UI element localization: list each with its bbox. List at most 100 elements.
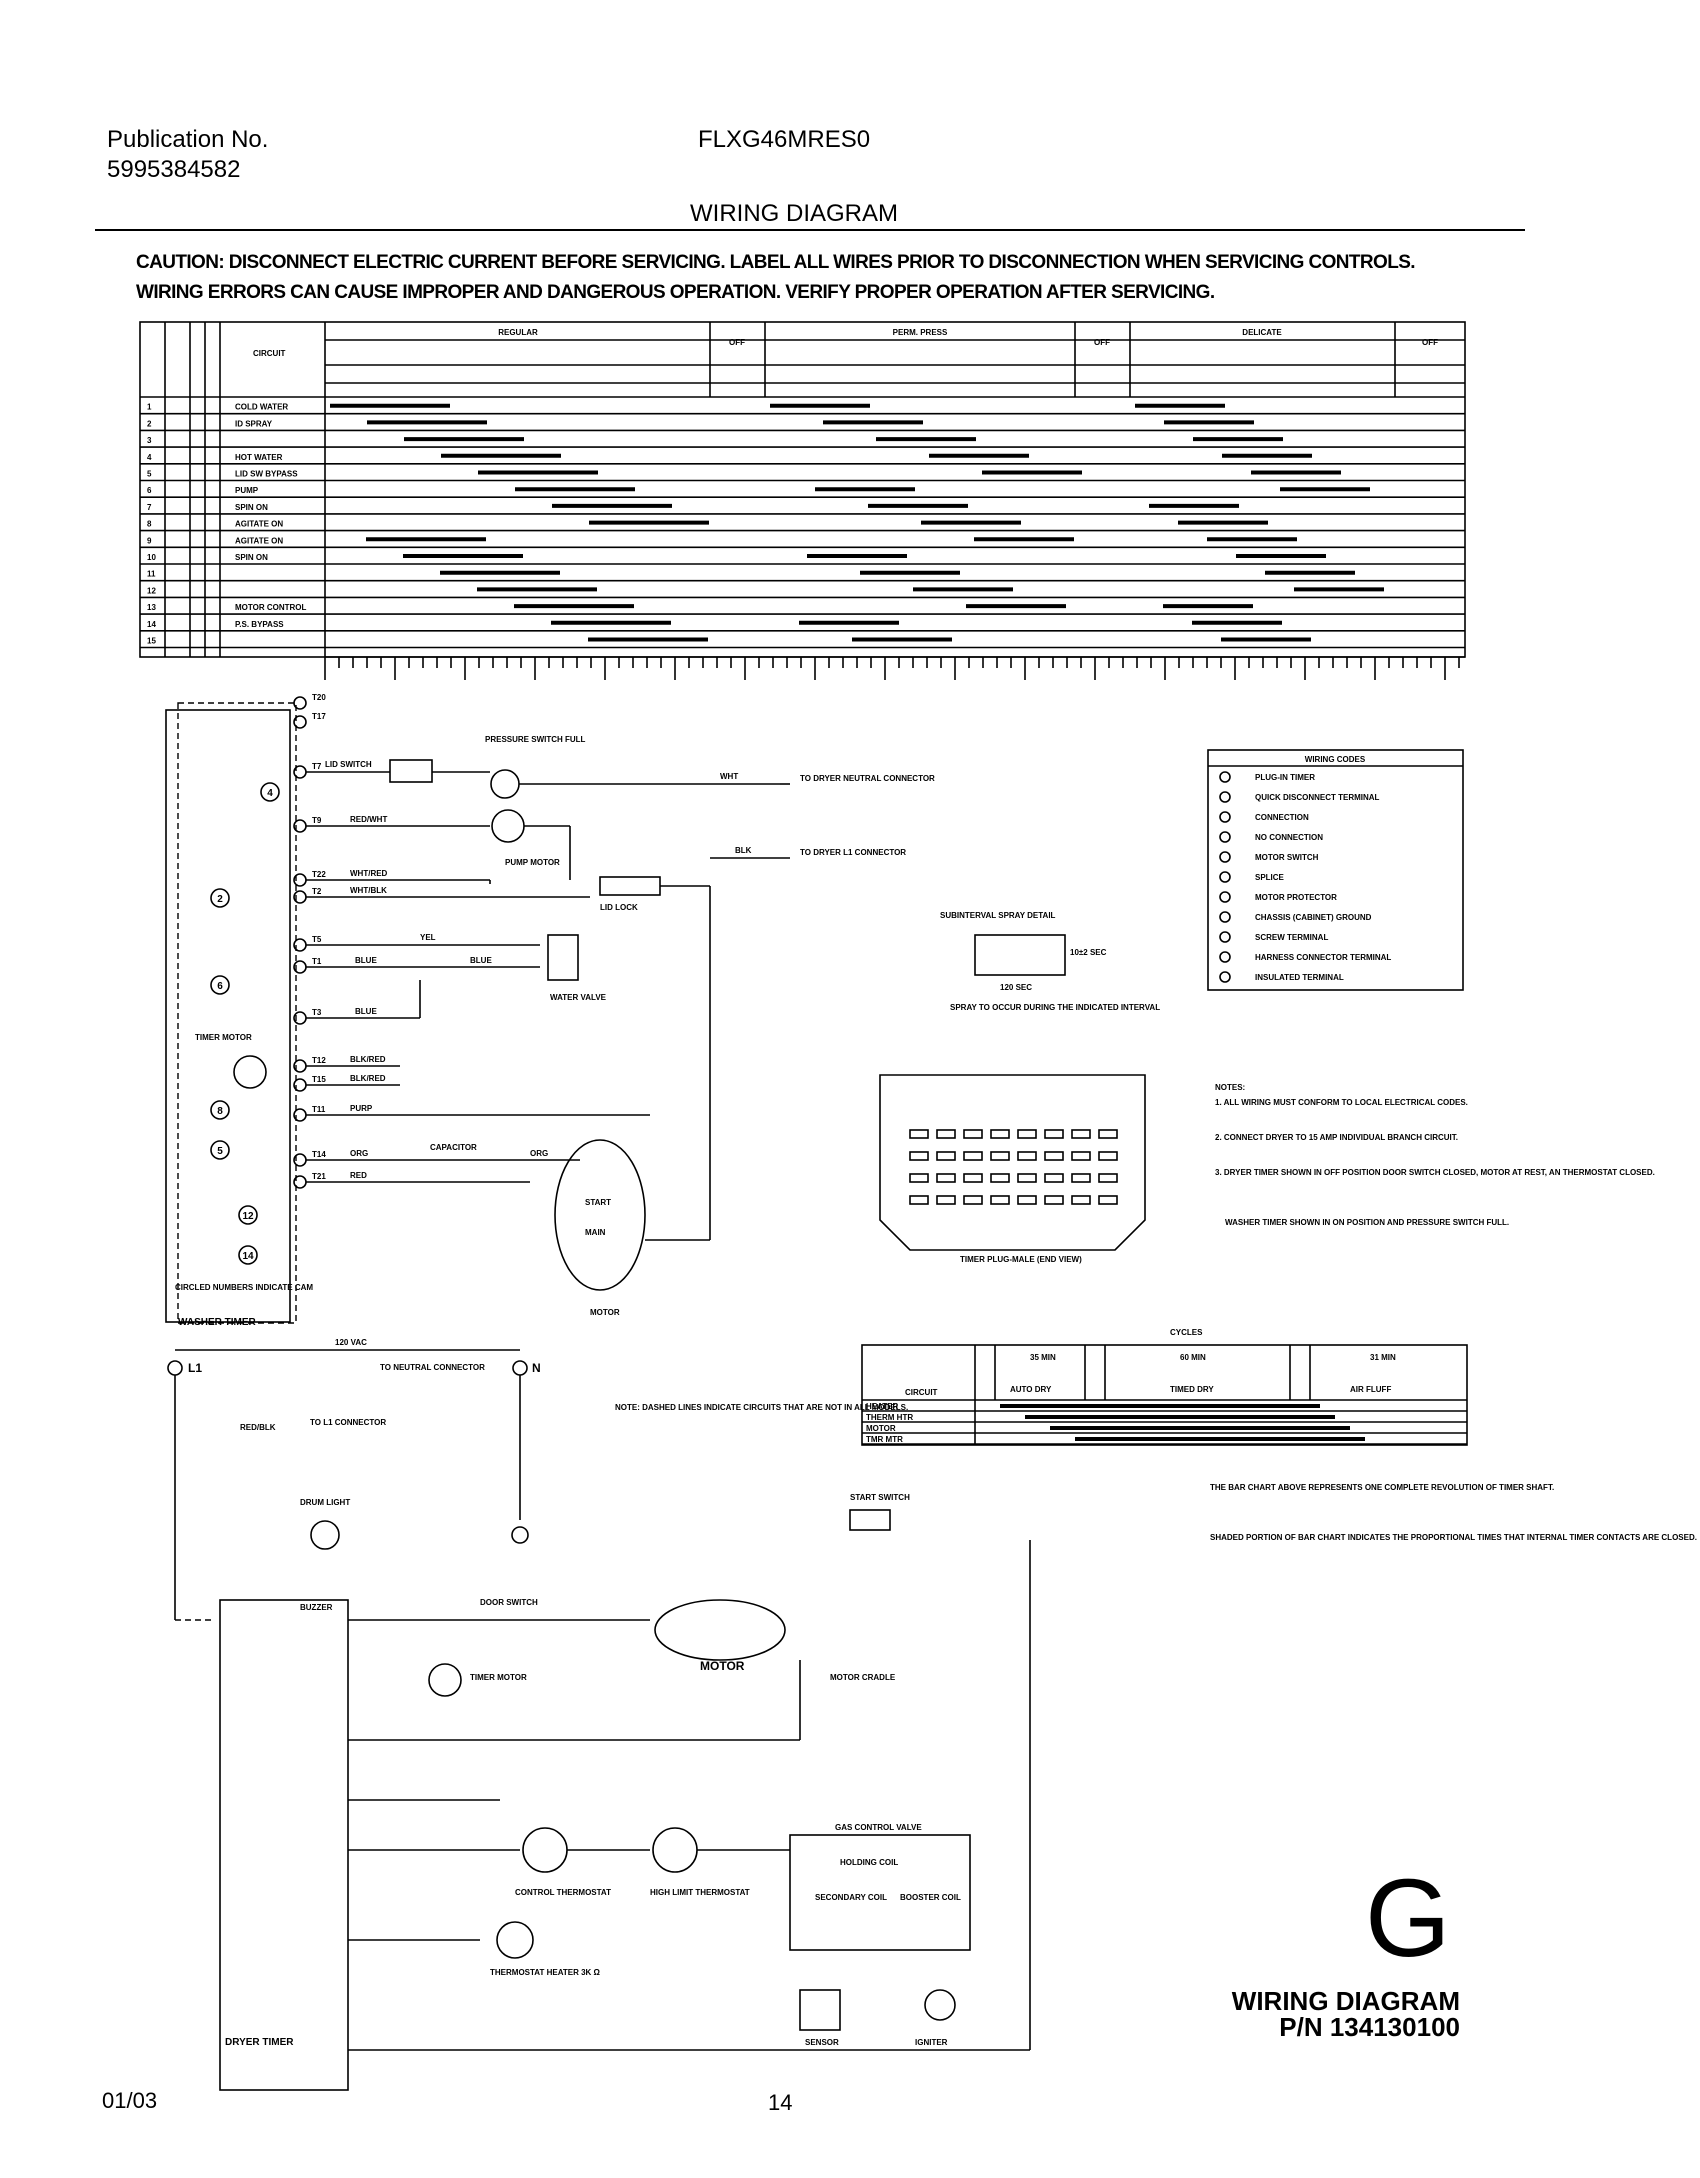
code-label: NO CONNECTION <box>1255 833 1323 842</box>
svg-text:HIGH LIMIT THERMOSTAT: HIGH LIMIT THERMOSTAT <box>650 1888 750 1897</box>
svg-text:MOTOR CRADLE: MOTOR CRADLE <box>830 1673 896 1682</box>
washer-terminal-label: T22 <box>312 870 326 879</box>
plug-pin <box>909 1195 929 1205</box>
washer-terminal-label: T11 <box>312 1105 326 1114</box>
svg-text:BLK/RED: BLK/RED <box>350 1074 386 1083</box>
svg-text:10±2 SEC: 10±2 SEC <box>1070 948 1107 957</box>
publication-label: Publication No. <box>107 126 269 153</box>
code-symbol <box>1219 871 1231 883</box>
svg-text:ORG: ORG <box>350 1149 368 1158</box>
chart-circuit-header: CIRCUIT <box>253 349 286 358</box>
notes-block: NOTES: 1. ALL WIRING MUST CONFORM TO LOC… <box>1215 1083 1655 1227</box>
caution-line-2: WIRING ERRORS CAN CAUSE IMPROPER AND DAN… <box>136 282 1215 303</box>
chart-row-label: SPIN ON <box>235 553 268 562</box>
washer-motor-label: MOTOR <box>590 1308 620 1317</box>
chart-row-label: SPIN ON <box>235 503 268 512</box>
plug-pin <box>1098 1173 1118 1183</box>
washer-terminal-label: T20 <box>312 693 326 702</box>
code-label: MOTOR PROTECTOR <box>1255 893 1337 902</box>
cam-number-circle <box>210 888 230 908</box>
svg-text:60 MIN: 60 MIN <box>1180 1353 1206 1362</box>
plug-pin <box>963 1173 983 1183</box>
washer-timer-label: WASHER TIMER <box>178 1317 257 1328</box>
svg-text:BLUE: BLUE <box>355 1007 377 1016</box>
svg-text:ORG: ORG <box>530 1149 548 1158</box>
svg-text:DRUM LIGHT: DRUM LIGHT <box>300 1498 350 1507</box>
svg-text:BOOSTER COIL: BOOSTER COIL <box>900 1893 961 1902</box>
dryer-row-label: THERM HTR <box>866 1413 913 1422</box>
chart-row-number: 5 <box>147 470 152 479</box>
code-label: CONNECTION <box>1255 813 1309 822</box>
washer-terminal-label: T2 <box>312 887 322 896</box>
plug-pin <box>1098 1129 1118 1139</box>
code-symbol <box>1219 931 1231 943</box>
svg-text:1. ALL WIRING MUST CONFORM TO: 1. ALL WIRING MUST CONFORM TO LOCAL ELEC… <box>1215 1098 1468 1107</box>
svg-text:WIRING CODES: WIRING CODES <box>1305 755 1366 764</box>
svg-text:MOTOR: MOTOR <box>700 1659 745 1673</box>
to-dryer-l1: TO DRYER L1 CONNECTOR <box>800 848 906 857</box>
svg-text:CONTROL THERMOSTAT: CONTROL THERMOSTAT <box>515 1888 611 1897</box>
chart-row-label: LID SW BYPASS <box>235 470 298 479</box>
chart-row-number: 8 <box>147 520 152 529</box>
washer-terminal <box>293 715 307 729</box>
svg-text:35 MIN: 35 MIN <box>1030 1353 1056 1362</box>
svg-text:MAIN: MAIN <box>585 1228 606 1237</box>
svg-text:WASHER TIMER SHOWN IN ON POSIT: WASHER TIMER SHOWN IN ON POSITION AND PR… <box>1225 1218 1509 1227</box>
svg-text:AUTO DRY: AUTO DRY <box>1010 1385 1052 1394</box>
chart-row-number: 13 <box>147 603 156 612</box>
code-label: INSULATED TERMINAL <box>1255 973 1344 982</box>
cam-number-circle <box>260 782 280 802</box>
corner-part-number: P/N 134130100 <box>1279 2012 1460 2042</box>
chart-row-number: 4 <box>147 453 152 462</box>
footer-page: 14 <box>768 2090 793 2115</box>
svg-text:THERMOSTAT HEATER 3K Ω: THERMOSTAT HEATER 3K Ω <box>490 1968 601 1977</box>
svg-text:TIMER PLUG-MALE (END VIEW): TIMER PLUG-MALE (END VIEW) <box>960 1255 1082 1264</box>
plug-pin <box>1071 1195 1091 1205</box>
plug-pin <box>1098 1195 1118 1205</box>
svg-text:TO L1 CONNECTOR: TO L1 CONNECTOR <box>310 1418 386 1427</box>
svg-text:SUBINTERVAL SPRAY DETAIL: SUBINTERVAL SPRAY DETAIL <box>940 911 1056 920</box>
svg-text:SECONDARY COIL: SECONDARY COIL <box>815 1893 887 1902</box>
svg-text:DOOR SWITCH: DOOR SWITCH <box>480 1598 538 1607</box>
washer-terminal-label: T3 <box>312 1008 322 1017</box>
svg-text:2. CONNECT DRYER TO 15 AMP IND: 2. CONNECT DRYER TO 15 AMP INDIVIDUAL BR… <box>1215 1133 1458 1142</box>
code-label: PLUG-IN TIMER <box>1255 773 1315 782</box>
cycle-perm-press: PERM. PRESS <box>893 328 948 337</box>
chart-row-label: PUMP <box>235 486 259 495</box>
plug-pin <box>1017 1129 1037 1139</box>
svg-text:NOTE: DASHED LINES INDICATE CI: NOTE: DASHED LINES INDICATE CIRCUITS THA… <box>615 1403 908 1412</box>
svg-text:TO NEUTRAL CONNECTOR: TO NEUTRAL CONNECTOR <box>380 1363 485 1372</box>
plug-pin <box>963 1151 983 1161</box>
cam-number-circle <box>210 1140 230 1160</box>
chart-row-number: 12 <box>147 586 156 595</box>
plug-pin <box>1017 1173 1037 1183</box>
dryer-row-label: MOTOR <box>866 1424 896 1433</box>
dryer-row-label: TMR MTR <box>866 1435 903 1444</box>
plug-pin <box>1071 1151 1091 1161</box>
chart-row-number: 7 <box>147 503 152 512</box>
svg-text:NOTES:: NOTES: <box>1215 1083 1245 1092</box>
pressure-switch-label: PRESSURE SWITCH FULL <box>485 735 586 744</box>
svg-text:IGNITER: IGNITER <box>915 2038 948 2047</box>
cycle-off-2: OFF <box>1094 338 1110 347</box>
plug-pin <box>1071 1173 1091 1183</box>
svg-text:RED: RED <box>350 1171 367 1180</box>
cycle-off-1: OFF <box>729 338 745 347</box>
lid-lock-label: LID LOCK <box>600 903 638 912</box>
code-label: SPLICE <box>1255 873 1285 882</box>
caution-line-1: CAUTION: DISCONNECT ELECTRIC CURRENT BEF… <box>136 252 1416 273</box>
cam-number: 14 <box>242 1251 254 1262</box>
code-symbol <box>1219 831 1231 843</box>
plug-pin <box>990 1151 1010 1161</box>
plug-pin <box>1044 1195 1064 1205</box>
svg-text:SHADED PORTION OF BAR CHART IN: SHADED PORTION OF BAR CHART INDICATES TH… <box>1210 1533 1697 1542</box>
chart-row-number: 15 <box>147 637 156 646</box>
code-symbol <box>1219 951 1231 963</box>
svg-text:RED/BLK: RED/BLK <box>240 1423 276 1432</box>
chart-row-number: 10 <box>147 553 156 562</box>
svg-text:SENSOR: SENSOR <box>805 2038 839 2047</box>
svg-text:AIR FLUFF: AIR FLUFF <box>1350 1385 1391 1394</box>
cam-number-circle <box>210 975 230 995</box>
